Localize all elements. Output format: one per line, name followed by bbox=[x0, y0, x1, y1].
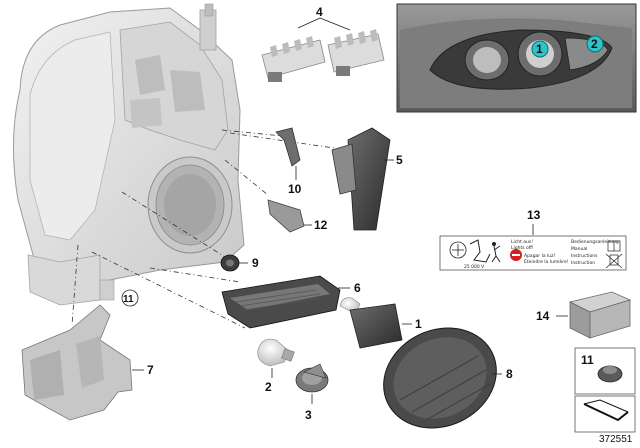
callout-11-box: 11 bbox=[581, 353, 594, 367]
callout-1: 1 bbox=[415, 317, 422, 331]
warning-voltage: 25 000 V bbox=[464, 264, 485, 270]
headlight-housing bbox=[12, 3, 245, 306]
callout-8: 8 bbox=[506, 367, 513, 381]
bulb-holder-part-3 bbox=[295, 363, 329, 404]
inset-marker-1-label: 1 bbox=[536, 42, 543, 56]
inset-photo: 1 2 bbox=[396, 3, 637, 113]
manual-line-2: Manual bbox=[571, 246, 587, 252]
callout-9: 9 bbox=[252, 256, 259, 270]
led-module-part-6 bbox=[221, 275, 350, 329]
box-part-14 bbox=[556, 291, 632, 339]
grommet-part-9 bbox=[220, 254, 248, 272]
svg-text:11: 11 bbox=[123, 294, 134, 305]
warning-line-4: Éteindre la lumière! bbox=[524, 257, 569, 265]
bin-icon bbox=[605, 253, 623, 269]
callout-7: 7 bbox=[147, 363, 154, 377]
sealing-plug-box: 11 bbox=[574, 347, 636, 433]
manual-line-3: Instructions bbox=[571, 253, 598, 259]
led-driver-modules bbox=[261, 17, 385, 82]
callout-12: 12 bbox=[314, 218, 328, 232]
warning-pictogram bbox=[449, 239, 501, 263]
document-number: 372551 bbox=[599, 434, 633, 445]
bulb-module-part-1 bbox=[339, 297, 412, 349]
inset-marker-2 bbox=[586, 35, 604, 53]
warning-line-1: Licht aus! bbox=[511, 239, 533, 245]
manual-line-4: Instruction bbox=[571, 260, 595, 266]
callout-2: 2 bbox=[265, 380, 272, 394]
bracket-part-7 bbox=[21, 304, 144, 421]
warning-line-2: Lights off! bbox=[511, 245, 534, 251]
callout-5: 5 bbox=[396, 153, 403, 167]
manual-line-1: Bedienungsanleitung bbox=[571, 239, 619, 245]
inset-marker-2-label: 2 bbox=[591, 37, 598, 51]
callout-6: 6 bbox=[354, 281, 361, 295]
callout-11-circled: 11 bbox=[121, 289, 139, 307]
cover-cap-part-8 bbox=[383, 327, 502, 429]
bulb-part-2 bbox=[257, 338, 295, 378]
callout-4: 4 bbox=[316, 5, 323, 19]
connector-part-10 bbox=[275, 127, 301, 180]
control-unit-part-5 bbox=[331, 127, 394, 231]
warning-line-3: Apagar la luz! bbox=[524, 253, 555, 259]
callout-3: 3 bbox=[305, 408, 312, 422]
inset-marker-1 bbox=[531, 40, 549, 58]
clip-part-12 bbox=[267, 199, 312, 233]
callout-10: 10 bbox=[288, 182, 302, 196]
book-icon bbox=[607, 240, 621, 252]
dashed-leaders bbox=[71, 129, 349, 329]
callout-14: 14 bbox=[536, 309, 550, 323]
callout-13: 13 bbox=[527, 208, 541, 222]
warning-label-part-13: 25 000 V Licht aus! Lights off! Apagar l… bbox=[439, 235, 627, 271]
